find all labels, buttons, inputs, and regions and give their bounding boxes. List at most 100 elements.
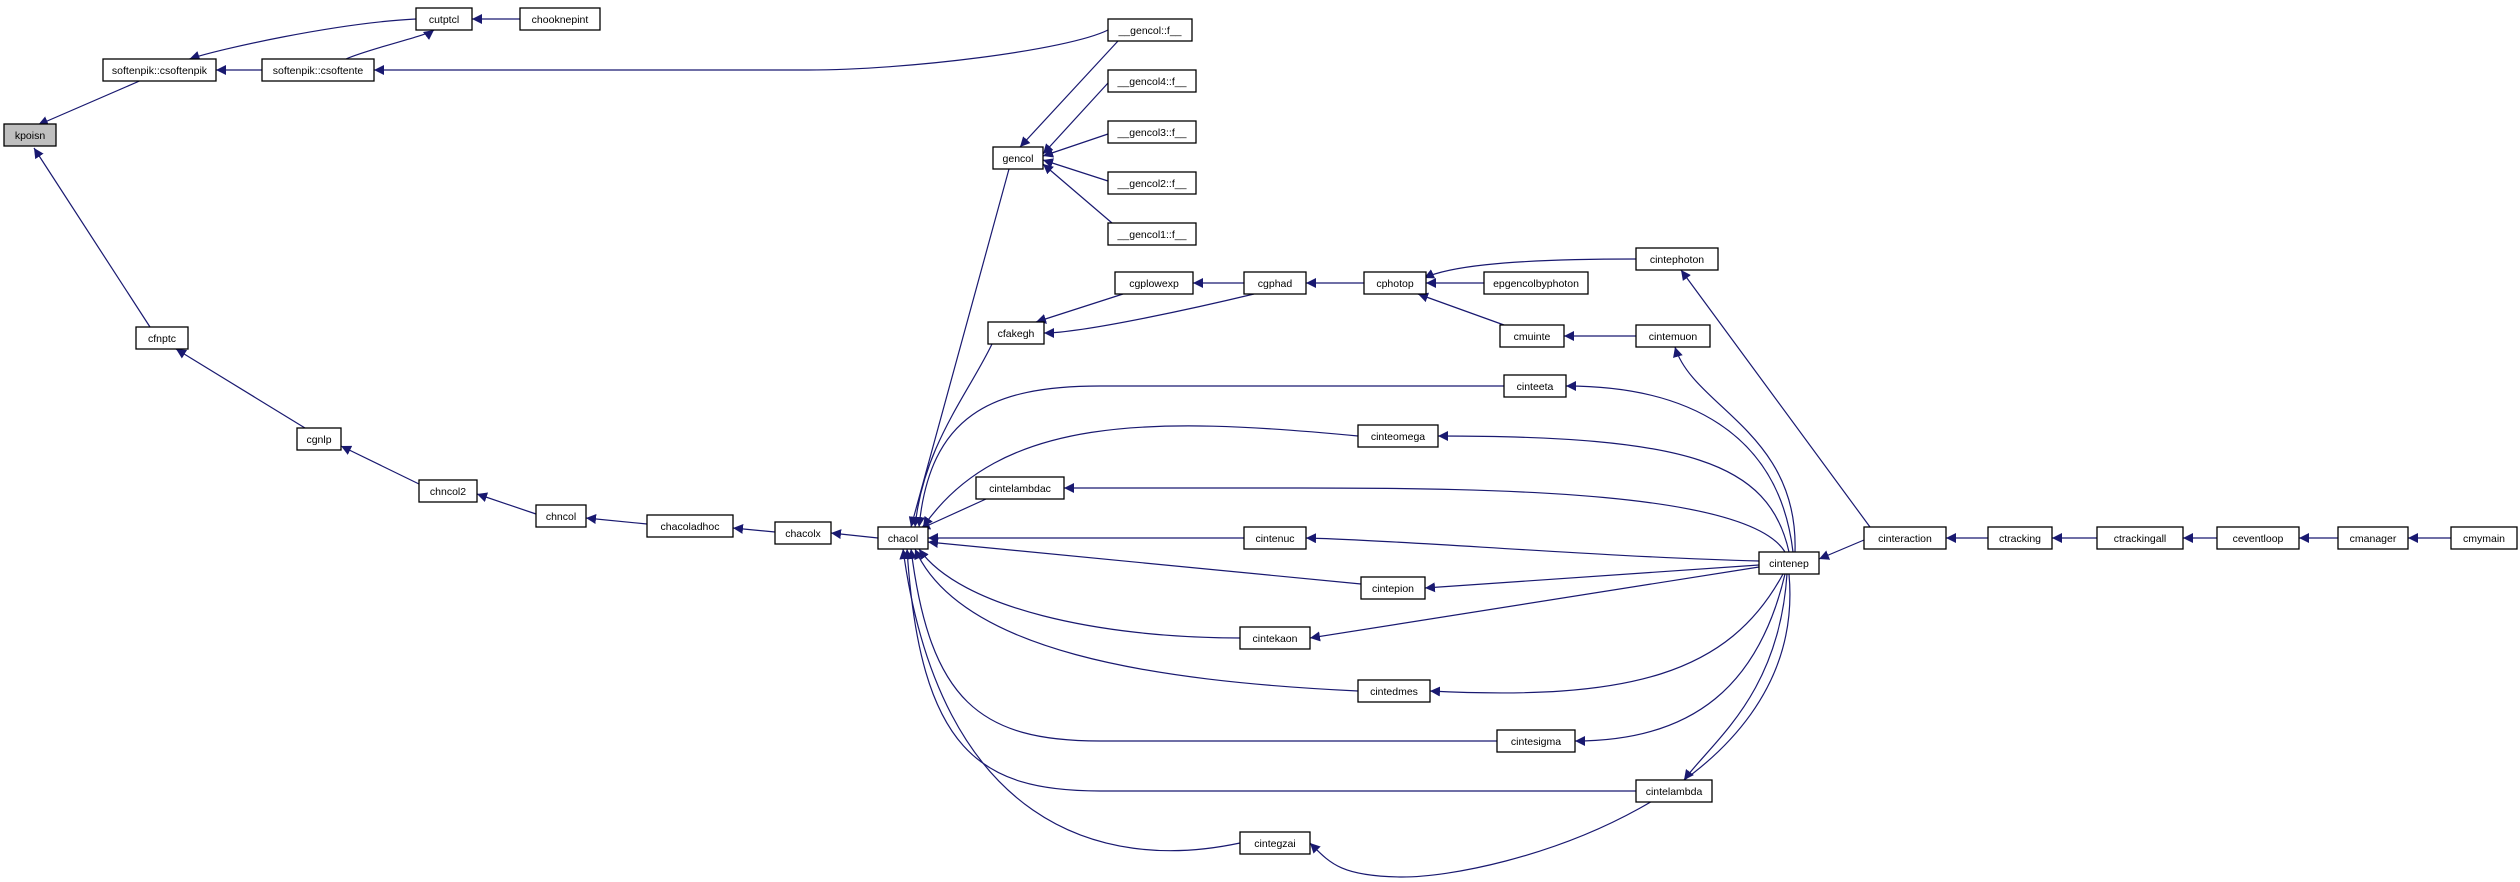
node-box[interactable] (3, 123, 57, 147)
node-box[interactable] (1107, 69, 1197, 93)
node-gencol1_f[interactable]: __gencol1::f__ (1107, 222, 1197, 246)
node-softenpik_csoftente[interactable]: softenpik::csoftente (261, 58, 375, 82)
node-box[interactable] (774, 521, 832, 545)
node-box[interactable] (975, 476, 1065, 500)
node-box[interactable] (1107, 171, 1197, 195)
node-box[interactable] (415, 7, 473, 31)
node-box[interactable] (1243, 526, 1307, 550)
node-box[interactable] (1635, 779, 1713, 803)
node-box[interactable] (261, 58, 375, 82)
node-cfnptc[interactable]: cfnptc (135, 326, 189, 350)
edge-line (1574, 573, 1786, 746)
node-cintenep[interactable]: cintenep (1758, 551, 1820, 575)
node-box[interactable] (2096, 526, 2184, 550)
node-box[interactable] (1107, 18, 1193, 42)
node-box[interactable] (1635, 324, 1711, 348)
node-chacolx[interactable]: chacolx (774, 521, 832, 545)
node-box[interactable] (535, 504, 587, 528)
node-cphotop[interactable]: cphotop (1363, 271, 1427, 295)
node-cintepion[interactable]: cintepion (1360, 576, 1426, 600)
node-box[interactable] (1503, 374, 1567, 398)
node-gencol_f1[interactable]: __gencol::f__ (1107, 18, 1193, 42)
node-box[interactable] (1107, 120, 1197, 144)
node-cgphad[interactable]: cgphad (1243, 271, 1307, 295)
node-box[interactable] (1496, 729, 1576, 753)
node-cgnlp[interactable]: cgnlp (296, 427, 342, 451)
node-cinteomega[interactable]: cinteomega (1357, 424, 1439, 448)
edge-line (189, 18, 417, 61)
node-chncol2[interactable]: chncol2 (418, 479, 478, 503)
node-cinteraction[interactable]: cinteraction (1863, 526, 1947, 550)
node-ceventloop[interactable]: ceventloop (2216, 526, 2300, 550)
node-box[interactable] (519, 7, 601, 31)
edge-line (33, 147, 151, 328)
node-box[interactable] (1357, 424, 1439, 448)
node-box[interactable] (877, 526, 929, 550)
node-box[interactable] (296, 427, 342, 451)
node-box[interactable] (135, 326, 189, 350)
edge-cintenep-to-cintesigma (1574, 573, 1786, 746)
node-chacoladhoc[interactable]: chacoladhoc (646, 514, 734, 538)
node-box[interactable] (1499, 324, 1565, 348)
node-cintenuc[interactable]: cintenuc (1243, 526, 1307, 550)
node-gencol[interactable]: gencol (992, 146, 1044, 170)
node-box[interactable] (1987, 526, 2053, 550)
node-cutptcl[interactable]: cutptcl (415, 7, 473, 31)
node-cfakegh[interactable]: cfakegh (987, 321, 1045, 345)
node-softenpik_csoftenpik[interactable]: softenpik::csoftenpik (102, 58, 217, 82)
node-box[interactable] (418, 479, 478, 503)
edge-line (1565, 381, 1794, 553)
node-label: softenpik::csoftente (273, 65, 364, 77)
node-box[interactable] (1357, 679, 1431, 703)
node-cintesigma[interactable]: cintesigma (1496, 729, 1576, 753)
node-label: cutptcl (429, 14, 459, 26)
node-chncol[interactable]: chncol (535, 504, 587, 528)
node-ctrackingall[interactable]: ctrackingall (2096, 526, 2184, 550)
node-cintegzai[interactable]: cintegzai (1239, 831, 1311, 855)
node-cintephoton[interactable]: cintephoton (1635, 247, 1719, 271)
node-box[interactable] (1239, 831, 1311, 855)
node-cintekaon[interactable]: cintekaon (1239, 626, 1311, 650)
node-kpoisn[interactable]: kpoisn (3, 123, 57, 147)
node-cmuinte[interactable]: cmuinte (1499, 324, 1565, 348)
node-box[interactable] (1243, 271, 1307, 295)
node-box[interactable] (1114, 271, 1194, 295)
node-cmanager[interactable]: cmanager (2337, 526, 2409, 550)
node-box[interactable] (1635, 247, 1719, 271)
edge-line (1680, 269, 1871, 528)
node-box[interactable] (992, 146, 1044, 170)
node-box[interactable] (1107, 222, 1197, 246)
node-box[interactable] (1363, 271, 1427, 295)
node-gencol3_f[interactable]: __gencol3::f__ (1107, 120, 1197, 144)
node-box[interactable] (1239, 626, 1311, 650)
node-cintedmes[interactable]: cintedmes (1357, 679, 1431, 703)
node-box[interactable] (102, 58, 217, 82)
node-cgplowexp[interactable]: cgplowexp (1114, 271, 1194, 295)
node-cmymain[interactable]: cmymain (2450, 526, 2518, 550)
node-cinteeta[interactable]: cinteeta (1503, 374, 1567, 398)
node-box[interactable] (987, 321, 1045, 345)
node-box[interactable] (2337, 526, 2409, 550)
node-box[interactable] (1483, 271, 1589, 295)
edge-line (1305, 533, 1760, 562)
node-box[interactable] (1360, 576, 1426, 600)
node-chooknepint[interactable]: chooknepint (519, 7, 601, 31)
node-box[interactable] (646, 514, 734, 538)
node-gencol2_f[interactable]: __gencol2::f__ (1107, 171, 1197, 195)
node-box[interactable] (2216, 526, 2300, 550)
edge-chacol-to-chacolx (830, 529, 879, 540)
node-cintelambdac[interactable]: cintelambdac (975, 476, 1065, 500)
node-box[interactable] (1758, 551, 1820, 575)
edge-cintedmes-to-chacol (914, 548, 1359, 692)
node-box[interactable] (1863, 526, 1947, 550)
node-box[interactable] (2450, 526, 2518, 550)
node-chacol[interactable]: chacol (877, 526, 929, 550)
edge-cfakegh-to-chacol (911, 343, 993, 528)
node-gencol4_f[interactable]: __gencol4::f__ (1107, 69, 1197, 93)
node-cintemuon[interactable]: cintemuon (1635, 324, 1711, 348)
node-cintelambda[interactable]: cintelambda (1635, 779, 1713, 803)
node-epgencolbyphoton[interactable]: epgencolbyphoton (1483, 271, 1589, 295)
node-ctracking[interactable]: ctracking (1987, 526, 2053, 550)
edge-line (1818, 539, 1865, 560)
node-label: cintemuon (1649, 331, 1698, 343)
